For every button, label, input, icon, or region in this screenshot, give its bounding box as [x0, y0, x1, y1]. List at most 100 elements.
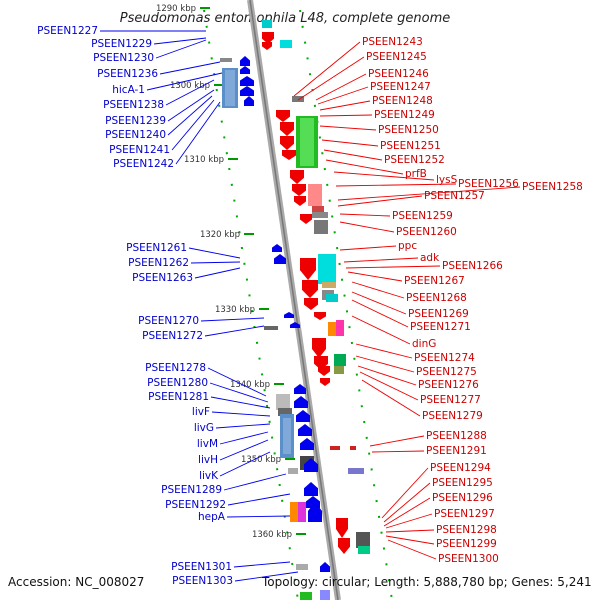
- gene-label: PSEEN1227: [37, 25, 98, 37]
- tick-label: 1330 kbp: [215, 305, 255, 315]
- reverse-gene-arrow: [294, 384, 306, 394]
- gene-label: PSEEN1257: [424, 190, 485, 202]
- gene-label: PSEEN1267: [404, 275, 465, 287]
- right-leader-line: [381, 467, 429, 519]
- left-leader-line: [155, 39, 207, 59]
- gene-block: [300, 592, 312, 600]
- right-leader-line: [333, 171, 435, 181]
- right-leader-line: [339, 245, 397, 251]
- genome-backbone-core: [249, 0, 339, 601]
- right-leader-line: [369, 435, 425, 447]
- gene-block: [276, 394, 290, 410]
- left-leader-line: [219, 451, 271, 477]
- tick-label: 1340 kbp: [230, 380, 270, 390]
- right-leader-line: [325, 159, 404, 175]
- gene-block: [262, 20, 272, 28]
- gene-label: PSEEN1250: [378, 124, 439, 136]
- tick-label: 1320 kbp: [200, 230, 240, 240]
- gene-label: PSEEN1294: [430, 462, 491, 474]
- gene-label: PSEEN1248: [372, 95, 433, 107]
- gene-label: PSEEN1242: [113, 158, 174, 170]
- left-leader-line: [194, 267, 241, 279]
- forward-gene-arrow: [304, 298, 318, 310]
- gene-block: [292, 96, 304, 102]
- gene-label: PSEEN1288: [426, 430, 487, 442]
- left-leader-line: [204, 325, 265, 337]
- gene-block: [348, 468, 364, 474]
- gene-label: ppc: [398, 240, 417, 252]
- gene-block: [288, 468, 298, 474]
- right-leader-line: [347, 271, 403, 282]
- gene-label: PSEEN1247: [370, 81, 431, 93]
- gene-label: PSEEN1295: [432, 477, 493, 489]
- gene-label: livG: [194, 422, 214, 434]
- gene-block: [264, 326, 278, 330]
- forward-gene-arrow: [292, 184, 306, 196]
- gene-label: PSEEN1278: [145, 362, 206, 374]
- gene-label: PSEEN1272: [142, 330, 203, 342]
- gene-label: dinG: [412, 338, 436, 350]
- gene-block: [358, 546, 370, 554]
- right-leader-line: [351, 299, 409, 328]
- left-leader-line: [219, 439, 269, 461]
- reverse-gene-arrow: [320, 562, 330, 572]
- left-gene-labels: PSEEN1227PSEEN1229PSEEN1230PSEEN1236hicA…: [37, 25, 299, 587]
- gene-label: prfB: [405, 168, 427, 180]
- left-leader-line: [159, 61, 221, 75]
- left-leader-line: [223, 473, 287, 491]
- tick-label: 1300 kbp: [170, 81, 210, 91]
- right-leader-line: [319, 100, 371, 111]
- gene-block: [312, 212, 328, 218]
- right-leader-line: [319, 114, 373, 117]
- gene-label: PSEEN1261: [126, 242, 187, 254]
- gene-block: [356, 532, 370, 548]
- right-leader-line: [383, 497, 431, 527]
- right-leader-line: [297, 56, 365, 101]
- right-leader-line: [339, 213, 391, 217]
- gene-label: PSEEN1238: [103, 99, 164, 111]
- right-leader-line: [385, 513, 433, 529]
- gene-block: [326, 294, 338, 302]
- forward-gene-arrow: [280, 122, 294, 136]
- right-gene-labels: PSEEN1243PSEEN1245PSEEN1246PSEEN1247PSEE…: [293, 36, 583, 565]
- right-leader-line: [317, 86, 369, 105]
- topology-label: Topology: circular; Length: 5,888,780 bp…: [261, 575, 592, 589]
- reverse-gene-arrow: [304, 458, 318, 472]
- gene-label: PSEEN1262: [128, 257, 189, 269]
- left-leader-line: [165, 79, 215, 106]
- gene-label: PSEEN1301: [171, 561, 232, 573]
- right-leader-line: [339, 221, 395, 233]
- gene-label: PSEEN1258: [522, 181, 583, 193]
- map-title: Pseudomonas entomophila L48, complete ge…: [120, 11, 451, 26]
- gene-label: PSEEN1296: [432, 492, 493, 504]
- forward-gene-arrow: [314, 312, 326, 320]
- forward-gene-arrow: [280, 136, 294, 150]
- forward-gene-arrow: [300, 214, 312, 224]
- gene-label: PSEEN1291: [426, 445, 487, 457]
- reverse-gene-arrow: [284, 312, 294, 318]
- gene-block: [350, 446, 356, 450]
- left-leader-line: [175, 101, 221, 165]
- gene-label: PSEEN1243: [362, 36, 423, 48]
- gene-label: PSEEN1276: [418, 379, 479, 391]
- reverse-gene-arrow: [296, 410, 310, 422]
- left-leader-line: [210, 396, 271, 409]
- gene-label: PSEEN1292: [165, 499, 226, 511]
- gene-label: PSEEN1241: [109, 144, 170, 156]
- right-leader-line: [387, 539, 437, 560]
- left-leader-line: [167, 95, 213, 136]
- gene-label: PSEEN1297: [434, 508, 495, 520]
- left-leader-line: [211, 411, 271, 417]
- tick-label: 1350 kbp: [241, 455, 281, 465]
- tick-label: 1360 kbp: [252, 530, 292, 540]
- right-leader-line: [321, 139, 379, 147]
- gene-block: [334, 366, 344, 374]
- right-leader-line: [383, 482, 431, 523]
- right-leader-line: [371, 450, 425, 453]
- reverse-gene-arrow: [294, 396, 308, 408]
- gene-block: [322, 282, 336, 288]
- gene-label: PSEEN1270: [138, 315, 199, 327]
- right-guide-track: [299, 9, 393, 601]
- right-leader-line: [351, 281, 405, 299]
- gene-label: PSEEN1260: [396, 226, 457, 238]
